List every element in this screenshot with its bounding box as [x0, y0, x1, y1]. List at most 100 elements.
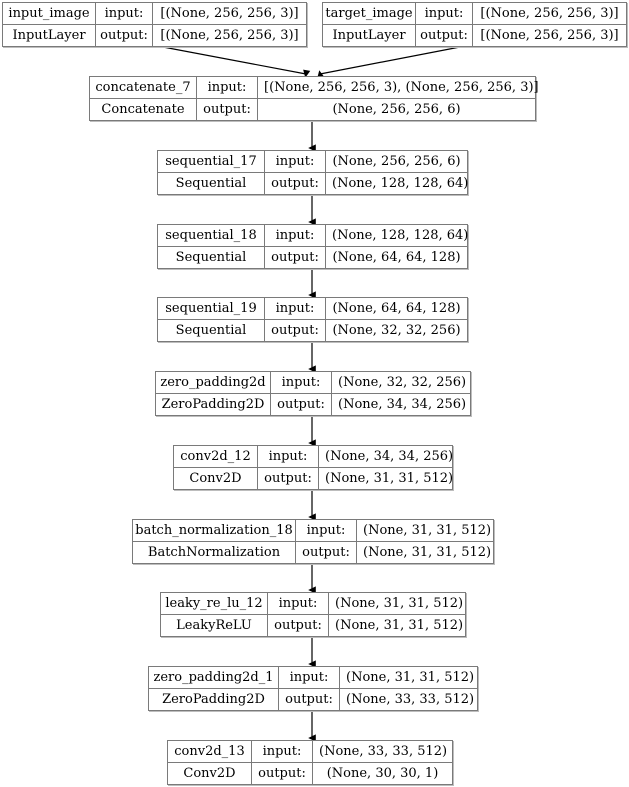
layer-name: leaky_re_lu_12: [161, 593, 268, 614]
input-label: input:: [96, 3, 153, 24]
output-shape: (None, 128, 128, 64): [332, 176, 469, 191]
input-label: input:: [271, 372, 332, 393]
input-shape: (None, 34, 34, 256): [325, 449, 454, 464]
layer-type: Conv2D: [168, 763, 252, 784]
input-label: input:: [258, 446, 319, 467]
layer-type: ZeroPadding2D: [149, 689, 279, 710]
layer-type: Concatenate: [90, 99, 197, 120]
layer-name: concatenate_7: [90, 77, 197, 98]
input-label: input:: [265, 151, 326, 172]
input-shape: (None, 64, 64, 128): [332, 301, 461, 316]
layer-name: target_image: [323, 3, 416, 24]
layer-name: conv2d_12: [174, 446, 258, 467]
output-shape: [(None, 256, 256, 3)]: [480, 28, 619, 43]
output-shape: [(None, 256, 256, 3)]: [160, 28, 299, 43]
input-shape: [(None, 256, 256, 3), (None, 256, 256, 3…: [264, 80, 539, 95]
layer-name: batch_normalization_18: [133, 520, 296, 541]
input-shape: (None, 33, 33, 512): [319, 744, 448, 759]
layer-type: InputLayer: [3, 25, 96, 46]
input-shape: [(None, 256, 256, 3)]: [480, 6, 619, 21]
input-shape: [(None, 256, 256, 3)]: [160, 6, 299, 21]
output-shape: (None, 31, 31, 512): [335, 618, 464, 633]
output-label: output:: [279, 689, 340, 710]
output-label: output:: [265, 320, 326, 341]
layer-type: InputLayer: [323, 25, 416, 46]
output-label: output:: [96, 25, 153, 46]
output-shape: (None, 32, 32, 256): [332, 323, 461, 338]
input-shape: (None, 31, 31, 512): [363, 523, 492, 538]
output-shape: (None, 34, 34, 256): [338, 397, 467, 412]
input-label: input:: [252, 741, 313, 762]
layer-type: Sequential: [158, 320, 265, 341]
layer-name: sequential_18: [158, 225, 265, 246]
layer-type: Conv2D: [174, 468, 258, 489]
output-shape: (None, 33, 33, 512): [346, 692, 475, 707]
input-shape: (None, 128, 128, 64): [332, 228, 469, 243]
output-label: output:: [271, 394, 332, 415]
output-shape: (None, 256, 256, 6): [332, 102, 461, 117]
input-shape: (None, 31, 31, 512): [335, 596, 464, 611]
layer-type: ZeroPadding2D: [156, 394, 271, 415]
input-shape: (None, 31, 31, 512): [346, 670, 475, 685]
output-label: output:: [258, 468, 319, 489]
input-shape: (None, 32, 32, 256): [338, 375, 467, 390]
output-shape: (None, 31, 31, 512): [325, 471, 454, 486]
output-label: output:: [197, 99, 258, 120]
input-label: input:: [416, 3, 473, 24]
input-label: input:: [268, 593, 329, 614]
layer-name: zero_padding2d: [156, 372, 271, 393]
input-shape: (None, 256, 256, 6): [332, 154, 461, 169]
edge-input_image-to-concatenate_7: [162, 46, 311, 78]
input-label: input:: [279, 667, 340, 688]
output-label: output:: [416, 25, 473, 46]
input-label: input:: [197, 77, 258, 98]
layer-name: sequential_19: [158, 298, 265, 319]
output-label: output:: [268, 615, 329, 636]
output-label: output:: [265, 173, 326, 194]
layer-type: Sequential: [158, 247, 265, 268]
layer-name: input_image: [3, 3, 96, 24]
output-label: output:: [296, 542, 357, 563]
input-label: input:: [296, 520, 357, 541]
layer-type: LeakyReLU: [161, 615, 268, 636]
output-shape: (None, 30, 30, 1): [326, 766, 439, 781]
edge-target_image-to-concatenate_7: [317, 46, 461, 79]
output-label: output:: [265, 247, 326, 268]
layer-type: Sequential: [158, 173, 265, 194]
layer-type: BatchNormalization: [133, 542, 296, 563]
input-label: input:: [265, 225, 326, 246]
